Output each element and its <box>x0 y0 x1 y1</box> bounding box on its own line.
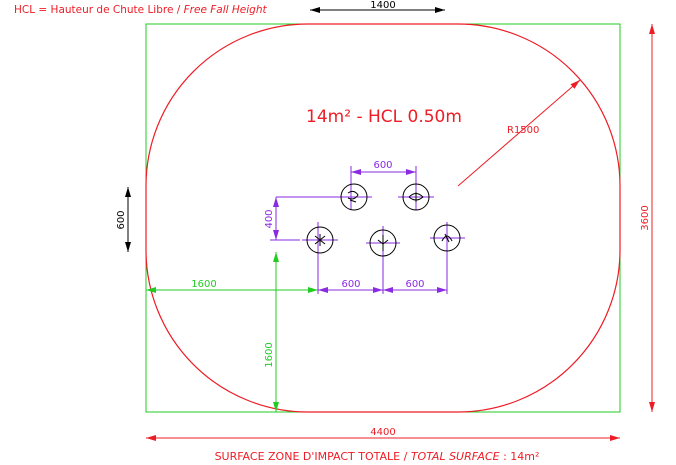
dim-top-label: 1400 <box>370 0 395 11</box>
footer-text: SURFACE ZONE D'IMPACT TOTALE / TOTAL SUR… <box>215 450 540 463</box>
dim-left-label: 600 <box>116 210 127 229</box>
title: 14m² - HCL 0.50m <box>306 107 462 127</box>
green-horizontal-label: 1600 <box>191 279 216 290</box>
impact-zone-outline <box>145 23 621 413</box>
bounding-rect <box>145 23 621 413</box>
radius-label: R1500 <box>507 125 539 136</box>
purple-bottom-right-label: 600 <box>405 279 424 290</box>
pod-icon <box>402 183 430 211</box>
purple-bottom-left-label: 600 <box>341 279 360 290</box>
dim-right-label: 3600 <box>640 205 651 230</box>
dim-bottom-label: 4400 <box>370 427 395 438</box>
pod-icon <box>433 224 461 252</box>
pod-icon <box>340 183 368 211</box>
pod-icon <box>306 226 334 254</box>
legend-text: HCL = Hauteur de Chute Libre / Free Fall… <box>14 4 267 16</box>
purple-vertical-label: 400 <box>264 209 275 228</box>
purple-top-label: 600 <box>373 160 392 171</box>
pod-icon <box>369 229 397 257</box>
radius-line <box>457 79 581 187</box>
green-vertical-label: 1600 <box>264 342 275 367</box>
